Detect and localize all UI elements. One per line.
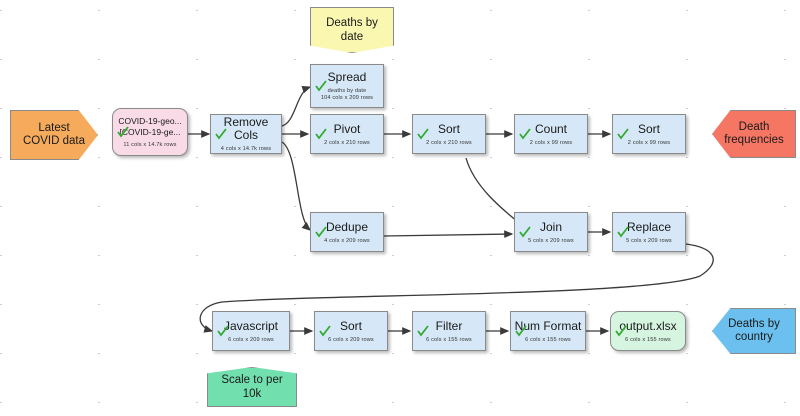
output-tag-deaths-by-country[interactable]: Deaths by country (712, 308, 796, 354)
node-title: Dedupe (325, 219, 369, 234)
output-tag-line1: Death (738, 121, 770, 133)
node-javascript[interactable]: Javascript 6 cols x 209 rows (212, 311, 290, 351)
check-icon (215, 128, 227, 140)
node-title-2: [COVID-19-ge... (119, 127, 181, 137)
note-line1: Scale to per (221, 374, 283, 386)
output-tag-line2: frequencies (724, 134, 784, 146)
node-pivot[interactable]: Pivot 2 cols x 210 rows (310, 114, 384, 154)
node-title: Filter (435, 318, 463, 333)
input-tag-line2: COVID data (23, 135, 85, 147)
node-title: Count (534, 121, 568, 136)
check-icon (519, 128, 531, 140)
check-icon (315, 80, 327, 92)
node-join[interactable]: Join 5 cols x 209 rows (514, 212, 588, 252)
note-deaths-by-date[interactable]: Deaths by date (310, 7, 394, 53)
note-line1: Deaths by (326, 17, 378, 29)
node-title: Spread (327, 70, 367, 84)
node-dedupe[interactable]: Dedupe 4 cols x 209 rows (310, 212, 384, 252)
output-tag-line2: country (735, 331, 773, 343)
node-sort-1[interactable]: Sort 2 cols x 210 rows (412, 114, 486, 154)
check-icon (617, 226, 629, 238)
node-title: Pivot (333, 121, 361, 136)
node-num-format[interactable]: Num Format 6 cols x 155 rows (510, 311, 586, 351)
node-title: Replace (626, 219, 672, 234)
input-tag-line1: Latest (38, 122, 70, 134)
node-sort-2[interactable]: Sort 2 cols x 99 rows (612, 114, 686, 154)
node-subtitle: 6 cols x 209 rows (328, 336, 374, 343)
check-icon (519, 226, 531, 238)
node-subtitle: 6 cols x 155 rows (625, 336, 671, 343)
node-title: Join (539, 219, 562, 234)
node-subtitle: 5 cols x 209 rows (528, 237, 574, 244)
node-sort-3[interactable]: Sort 6 cols x 209 rows (314, 311, 388, 351)
node-subtitle: deaths by date (327, 88, 367, 94)
node-count[interactable]: Count 2 cols x 99 rows (514, 114, 588, 154)
node-subtitle: 6 cols x 155 rows (525, 336, 571, 343)
node-subtitle-2: 104 cols x 209 rows (320, 95, 374, 101)
node-spread[interactable]: Spread deaths by date 104 cols x 209 row… (310, 64, 384, 108)
check-icon (315, 226, 327, 238)
node-subtitle: 4 cols x 209 rows (324, 237, 370, 244)
check-icon (315, 128, 327, 140)
node-output-file[interactable]: output.xlsx 6 cols x 155 rows (610, 311, 686, 351)
node-title: COVID-19-geo... (118, 116, 182, 126)
node-replace[interactable]: Replace 5 cols x 209 rows (612, 212, 686, 252)
node-subtitle: 4 cols x 14.7k rows (220, 146, 272, 152)
check-icon (117, 126, 129, 138)
check-icon (515, 325, 527, 337)
check-icon (617, 128, 629, 140)
node-subtitle: 11 cols x 14.7k rows (123, 142, 177, 148)
check-icon (417, 325, 429, 337)
check-icon (417, 128, 429, 140)
node-subtitle: 2 cols x 210 rows (324, 139, 370, 146)
check-icon (217, 325, 229, 337)
node-subtitle: 5 cols x 209 rows (626, 237, 672, 244)
node-remove-cols[interactable]: Remove Cols 4 cols x 14.7k rows (210, 114, 282, 154)
check-icon (319, 325, 331, 337)
node-title: Sort (339, 318, 362, 333)
node-title: Javascript (223, 318, 279, 333)
node-subtitle: 2 cols x 210 rows (426, 139, 472, 146)
output-tag-line1: Deaths by (728, 318, 780, 330)
node-title: output.xlsx (619, 318, 677, 333)
node-subtitle: 2 cols x 99 rows (627, 139, 671, 146)
input-tag-latest-covid-data[interactable]: Latest COVID data (10, 110, 98, 160)
node-subtitle: 6 cols x 209 rows (228, 336, 274, 343)
note-line2: date (340, 31, 364, 43)
note-scale-per-10k[interactable]: Scale to per 10k (207, 367, 297, 407)
node-title: Sort (437, 121, 460, 136)
node-title: Remove Cols (223, 115, 269, 142)
node-title: Num Format (514, 318, 582, 333)
node-subtitle: 2 cols x 99 rows (529, 139, 573, 146)
edge-removecols-to-spread (281, 85, 312, 127)
edge-removecols-to-dedupe (281, 141, 311, 231)
node-source-covid[interactable]: COVID-19-geo... [COVID-19-ge... 11 cols … (112, 108, 188, 156)
node-title: Sort (637, 121, 660, 136)
note-line2: 10k (242, 388, 262, 400)
node-subtitle: 6 cols x 155 rows (426, 336, 472, 343)
edge-dedupe-to-join (383, 230, 514, 239)
output-tag-death-frequencies[interactable]: Death frequencies (712, 110, 796, 158)
check-icon (615, 325, 627, 337)
node-filter[interactable]: Filter 6 cols x 155 rows (412, 311, 486, 351)
